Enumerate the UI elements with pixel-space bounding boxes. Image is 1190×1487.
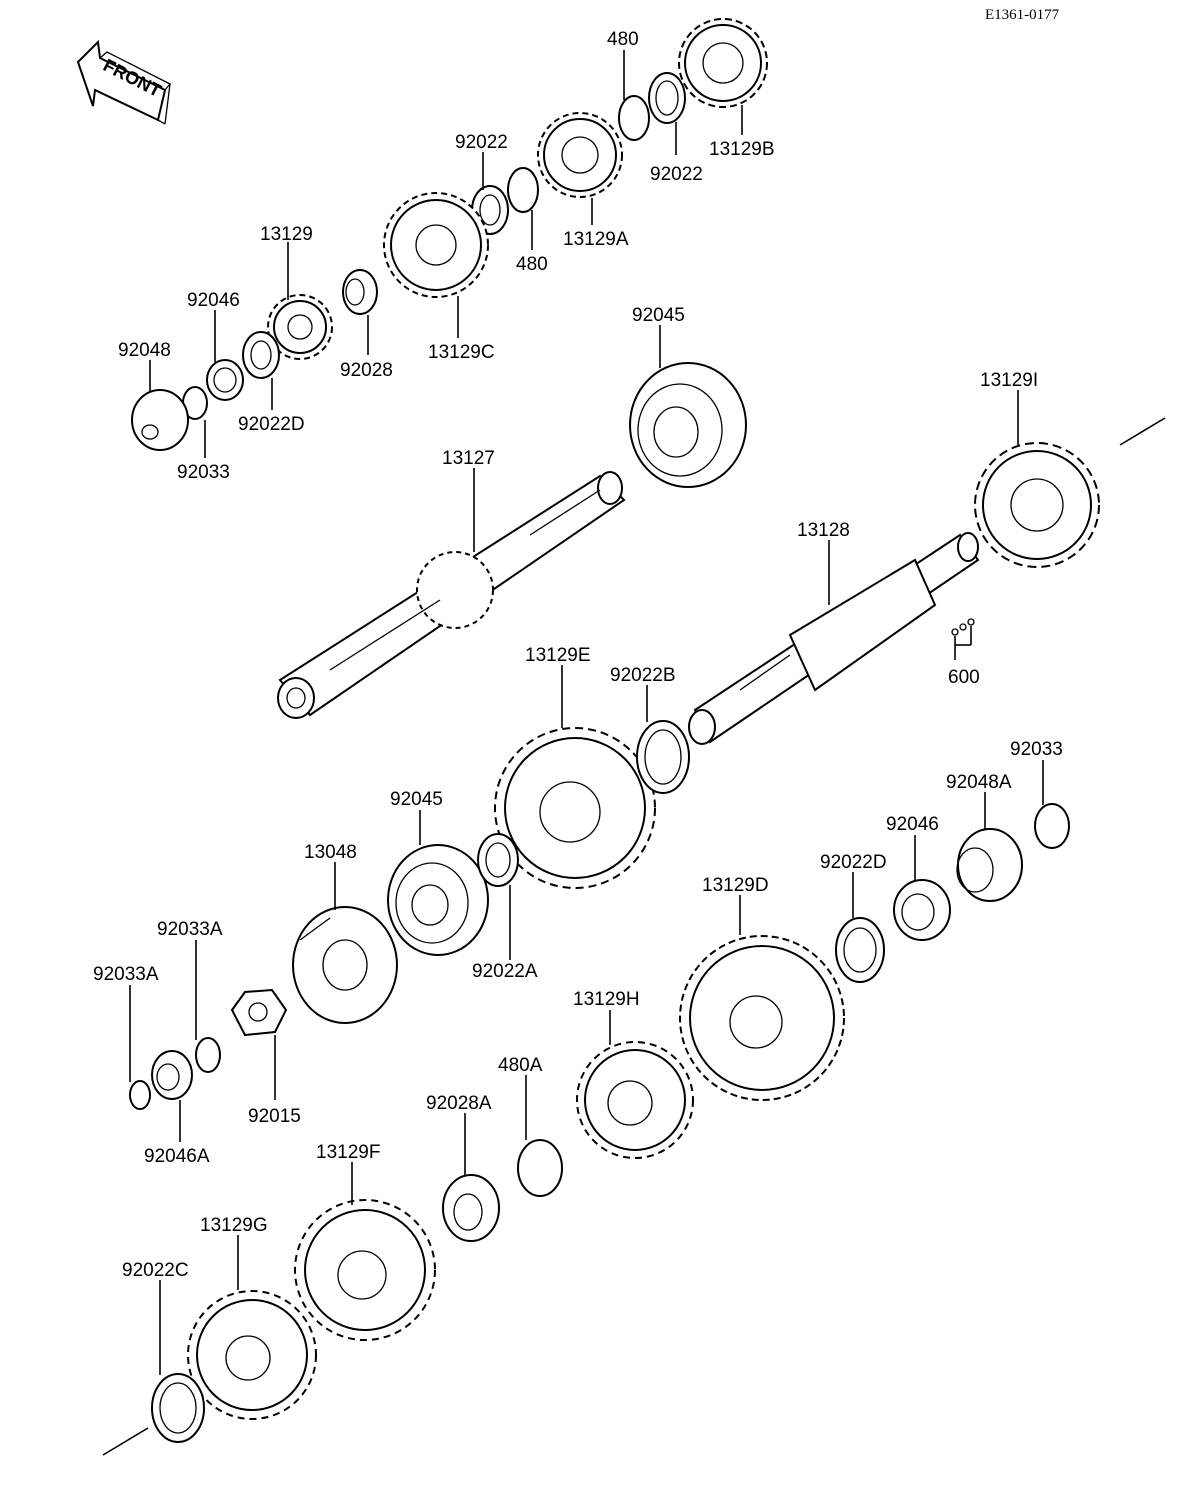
- needle-bearing-92046-top: [206, 359, 244, 401]
- front-arrow-icon: FRONT: [76, 39, 172, 125]
- circlip-92033a-left: [129, 1080, 151, 1110]
- label-92022d-right: 92022D: [820, 852, 887, 873]
- circlip-92033-right: [1034, 803, 1070, 849]
- circlip-92033a-right: [195, 1037, 221, 1073]
- label-92046-top: 92046: [187, 290, 240, 311]
- circlip-480-top: [618, 95, 650, 141]
- label-92033-top: 92033: [177, 462, 230, 483]
- gear-13129h: [576, 1041, 694, 1159]
- circlip-480a: [517, 1139, 563, 1197]
- label-480-mid: 480: [516, 254, 548, 275]
- washer-92022d-right: [835, 917, 885, 983]
- label-92022d-top: 92022D: [238, 414, 305, 435]
- hub-13048: [292, 906, 398, 1024]
- label-13129: 13129: [260, 224, 313, 245]
- label-480a: 480A: [498, 1055, 543, 1076]
- reference-code: E1361-0177: [985, 7, 1060, 23]
- label-13129b: 13129B: [709, 139, 775, 160]
- gear-13129b: [678, 18, 768, 108]
- collar-92048: [131, 389, 189, 451]
- bushing-92028a: [442, 1174, 500, 1242]
- section-mark-right: [1119, 417, 1166, 446]
- label-13129f: 13129F: [316, 1142, 380, 1163]
- gear-13129i: [974, 442, 1100, 568]
- label-92046-right: 92046: [886, 814, 939, 835]
- gear-13129f: [294, 1199, 436, 1341]
- gear-13129: [267, 294, 333, 360]
- label-92033a-top: 92033A: [157, 919, 223, 940]
- label-92048a: 92048A: [946, 772, 1012, 793]
- label-13129a: 13129A: [563, 229, 629, 250]
- label-92022c: 92022C: [122, 1260, 189, 1281]
- label-92022-left: 92022: [455, 132, 508, 153]
- label-13129e: 13129E: [525, 645, 591, 666]
- gear-13129c: [383, 192, 489, 298]
- label-92045-top: 92045: [632, 305, 685, 326]
- label-13048: 13048: [304, 842, 357, 863]
- bushing-92028: [342, 269, 378, 315]
- washer-92022a: [477, 833, 519, 887]
- washer-92022-right: [648, 72, 686, 124]
- gear-13129a: [537, 112, 623, 198]
- shaft-13128: [688, 532, 980, 745]
- label-92046a: 92046A: [144, 1146, 210, 1167]
- shaft-13127: [277, 471, 626, 719]
- gear-13129e: [494, 727, 656, 889]
- circlip-480-mid: [507, 167, 539, 213]
- label-480-top: 480: [607, 29, 639, 50]
- ball-bearing-92045-mid: [387, 844, 489, 956]
- label-92015: 92015: [248, 1106, 301, 1127]
- section-mark-left: [102, 1427, 149, 1456]
- label-13129i: 13129I: [980, 370, 1038, 391]
- label-92028a: 92028A: [426, 1093, 492, 1114]
- label-92022-right: 92022: [650, 164, 703, 185]
- label-13129d: 13129D: [702, 875, 769, 896]
- label-92033a-left: 92033A: [93, 964, 159, 985]
- label-92028: 92028: [340, 360, 393, 381]
- label-92022b: 92022B: [610, 665, 676, 686]
- gear-13129d: [679, 935, 845, 1101]
- label-92048: 92048: [118, 340, 171, 361]
- nut-92015: [230, 988, 288, 1037]
- label-600: 600: [948, 667, 980, 688]
- washer-92022c: [151, 1373, 205, 1443]
- label-13127: 13127: [442, 448, 495, 469]
- needle-bearing-92046-right: [893, 879, 951, 941]
- collar-92048a: [956, 828, 1023, 902]
- washer-92022d-top: [242, 331, 280, 379]
- washer-92022b: [636, 720, 690, 794]
- label-13129h: 13129H: [573, 989, 640, 1010]
- label-13129g: 13129G: [200, 1215, 268, 1236]
- label-92033-right: 92033: [1010, 739, 1063, 760]
- pins-600: [951, 618, 975, 660]
- label-13129c: 13129C: [428, 342, 495, 363]
- leader-lines: [129, 50, 1044, 1375]
- needle-bearing-92046a: [151, 1050, 193, 1100]
- label-13128: 13128: [797, 520, 850, 541]
- label-92045-mid: 92045: [390, 789, 443, 810]
- gear-13129g: [187, 1290, 317, 1420]
- label-92022a: 92022A: [472, 961, 538, 982]
- ball-bearing-92045-top: [629, 362, 747, 488]
